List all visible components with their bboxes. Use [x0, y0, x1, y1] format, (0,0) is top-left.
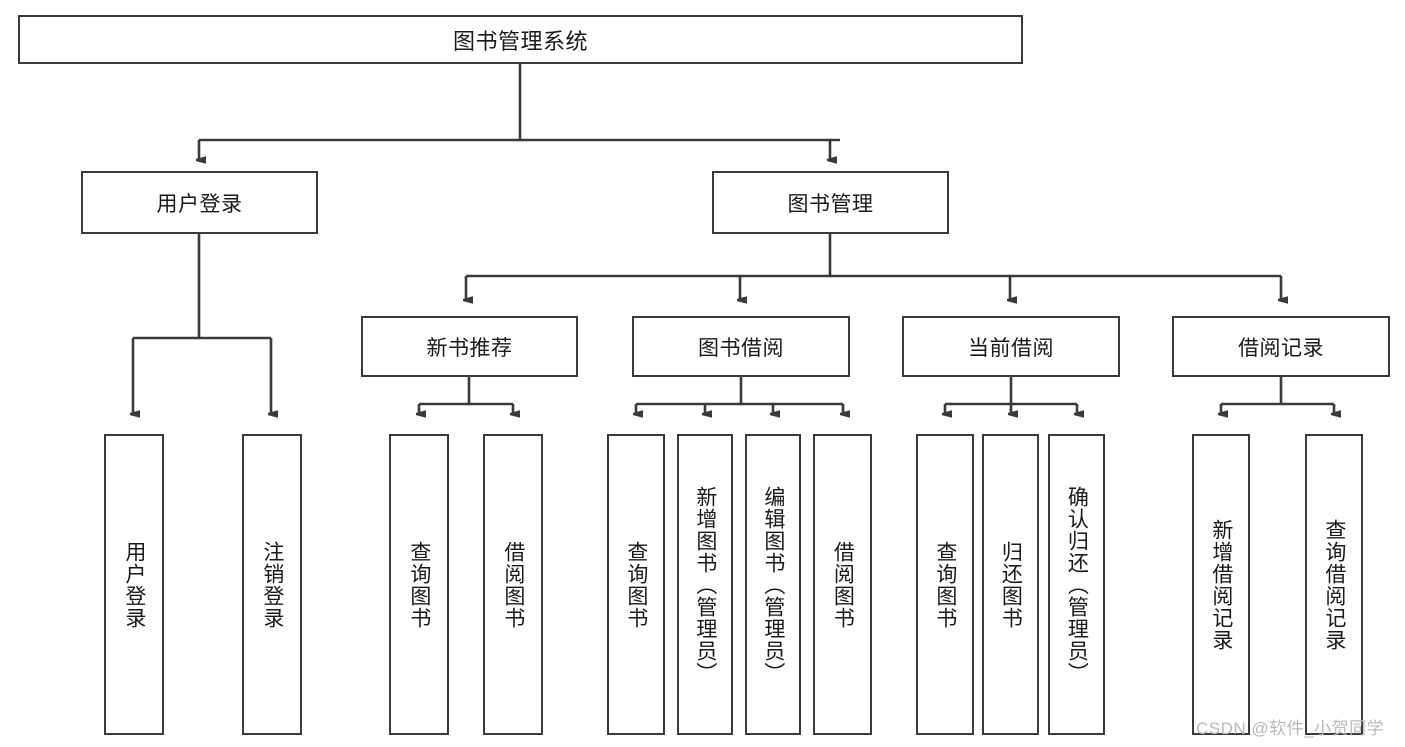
- node-label: 确认归还（管理员）: [1065, 485, 1089, 684]
- node-book-manage[interactable]: 图书管理: [712, 171, 949, 234]
- leaf-edit-book[interactable]: 编辑图书（管理员）: [745, 434, 801, 735]
- node-label: 新书推荐: [426, 336, 513, 360]
- node-label: 查询图书: [407, 540, 431, 629]
- node-label: 图书借阅: [698, 336, 784, 360]
- node-label: 新增借阅记录: [1209, 518, 1233, 651]
- node-label: 用户登录: [122, 540, 146, 629]
- leaf-borrow-book-1[interactable]: 借阅图书: [483, 434, 543, 735]
- leaf-return-book[interactable]: 归还图书: [982, 434, 1039, 735]
- node-user-login[interactable]: 用户登录: [81, 171, 318, 234]
- node-book-borrow[interactable]: 图书借阅: [632, 316, 850, 377]
- node-current-borrow[interactable]: 当前借阅: [902, 316, 1120, 377]
- leaf-query-book-2[interactable]: 查询图书: [607, 434, 665, 735]
- leaf-query-record[interactable]: 查询借阅记录: [1305, 434, 1363, 735]
- watermark-text: CSDN @软件_小贺同学: [1196, 719, 1385, 738]
- node-label: 编辑图书（管理员）: [761, 485, 785, 684]
- node-label: 注销登录: [260, 540, 284, 629]
- node-label: 新增图书（管理员）: [693, 485, 717, 684]
- node-label: 归还图书: [999, 540, 1023, 629]
- node-root[interactable]: 图书管理系统: [18, 15, 1023, 64]
- leaf-query-book-1[interactable]: 查询图书: [389, 434, 449, 735]
- leaf-confirm-return[interactable]: 确认归还（管理员）: [1048, 434, 1105, 735]
- node-new-book-recommend[interactable]: 新书推荐: [361, 316, 578, 377]
- node-label: 图书管理: [787, 192, 874, 216]
- node-label: 查询图书: [624, 540, 648, 629]
- node-label: 借阅图书: [831, 540, 855, 629]
- node-label: 查询图书: [933, 540, 957, 629]
- node-label: 借阅记录: [1238, 336, 1324, 360]
- leaf-user-login[interactable]: 用户登录: [104, 434, 164, 735]
- node-label: 用户登录: [156, 192, 243, 216]
- node-label: 查询借阅记录: [1322, 518, 1346, 651]
- leaf-borrow-book-2[interactable]: 借阅图书: [813, 434, 872, 735]
- node-label: 图书管理系统: [452, 28, 588, 54]
- leaf-logout[interactable]: 注销登录: [242, 434, 302, 735]
- leaf-add-record[interactable]: 新增借阅记录: [1192, 434, 1250, 735]
- node-label: 借阅图书: [501, 540, 525, 629]
- node-borrow-record[interactable]: 借阅记录: [1172, 316, 1390, 377]
- leaf-add-book[interactable]: 新增图书（管理员）: [677, 434, 733, 735]
- node-label: 当前借阅: [968, 336, 1054, 360]
- leaf-query-book-3[interactable]: 查询图书: [916, 434, 974, 735]
